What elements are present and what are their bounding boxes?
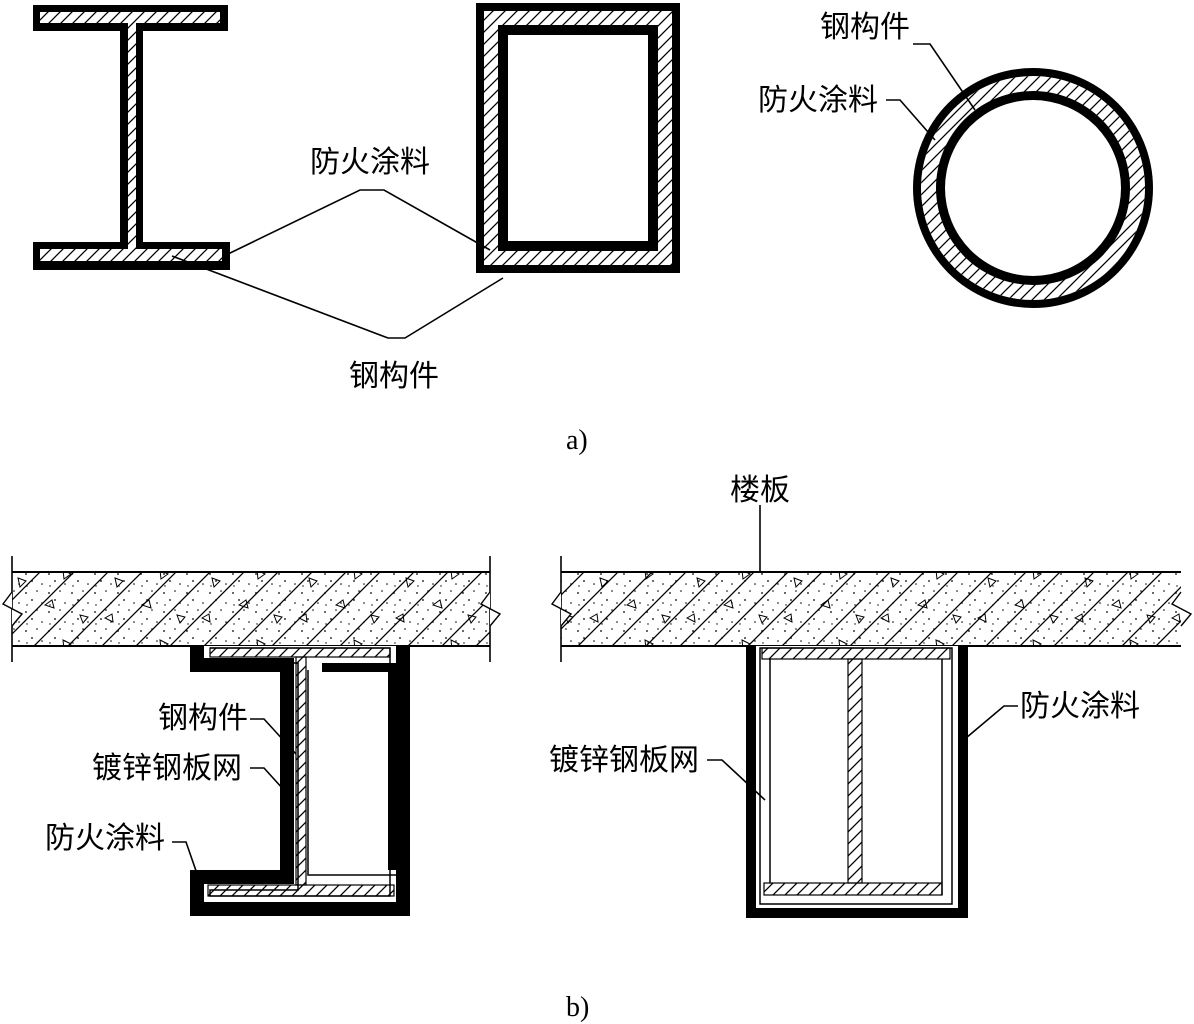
leader-lines-a xyxy=(171,43,976,339)
label-floor-slab: 楼板 xyxy=(730,473,790,508)
caption-a: a) xyxy=(566,425,588,456)
i-beam-contour-coating xyxy=(33,5,230,270)
figure-a: 防火涂料 钢构件 钢构件 防火涂料 a) xyxy=(33,3,1153,456)
label-steel-center: 钢构件 xyxy=(349,359,439,394)
label-mesh-left: 镀锌钢板网 xyxy=(92,751,242,786)
circular-tube-coating xyxy=(913,68,1153,308)
leader-lines-b xyxy=(172,505,1018,889)
label-coating-right: 防火涂料 xyxy=(1020,689,1140,724)
i-beam-mesh-coating xyxy=(190,646,410,916)
figure-b: 楼板 钢构件 镀锌钢板网 防火涂料 镀锌钢板网 防火涂料 b) xyxy=(1,473,1193,1023)
label-coating-center: 防火涂料 xyxy=(310,145,430,180)
label-coating-circle: 防火涂料 xyxy=(758,83,878,118)
box-mesh-coating xyxy=(746,646,968,918)
floor-slab-left xyxy=(1,556,502,662)
label-steel-member: 钢构件 xyxy=(158,701,248,736)
label-mesh-right: 镀锌钢板网 xyxy=(549,743,699,778)
label-steel-circle: 钢构件 xyxy=(820,10,910,45)
caption-b: b) xyxy=(566,992,589,1023)
rect-tube-coating xyxy=(476,3,680,273)
floor-slab-right xyxy=(550,556,1193,662)
label-coating-left: 防火涂料 xyxy=(45,821,165,856)
